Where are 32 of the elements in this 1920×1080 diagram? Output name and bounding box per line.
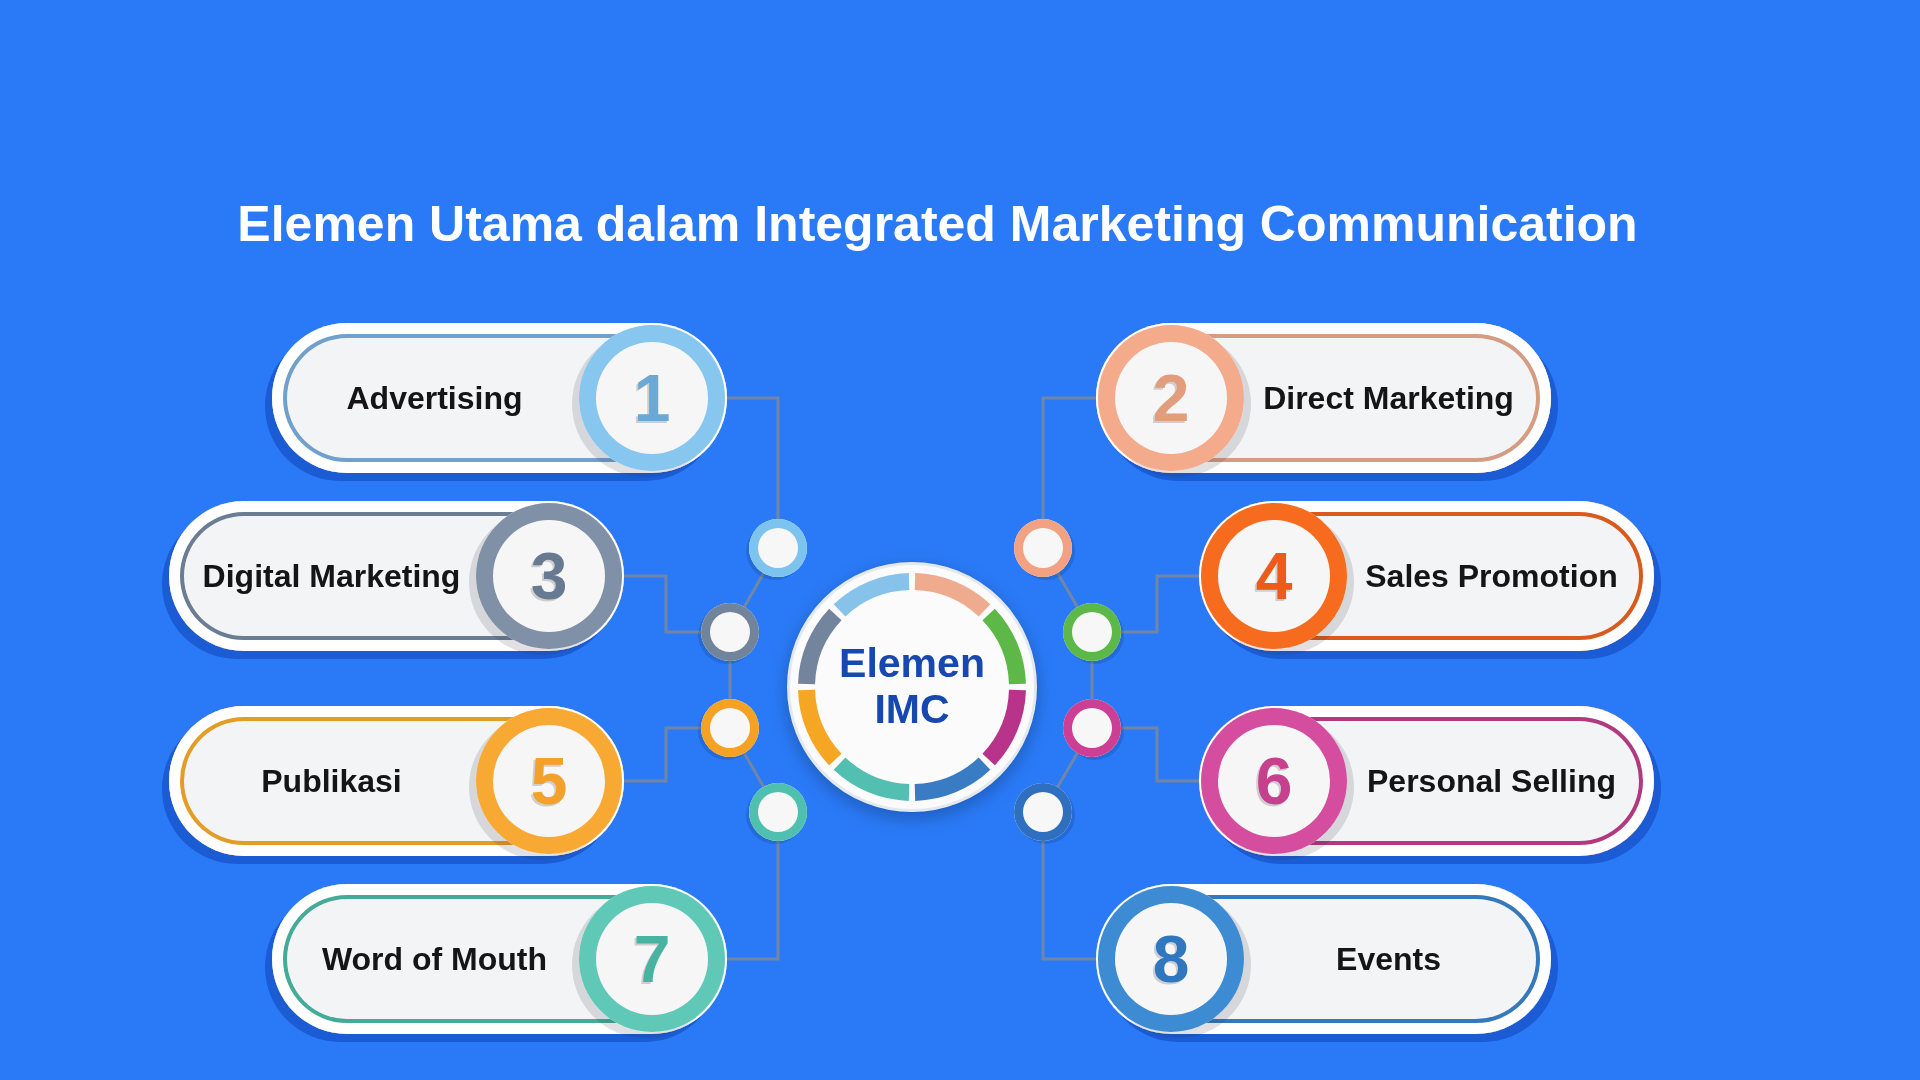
- center-label: Elemen IMC: [839, 641, 985, 733]
- step-number: 2: [1152, 365, 1190, 431]
- connector-line: [743, 752, 765, 788]
- pill-label: Advertising: [346, 379, 523, 418]
- connector-line: [727, 841, 780, 961]
- pill-label: Events: [1336, 940, 1441, 979]
- pill-label: Sales Promotion: [1365, 557, 1618, 596]
- connector-line: [1056, 572, 1079, 608]
- connector-line: [624, 574, 701, 634]
- connector-line: [728, 661, 732, 699]
- step-number: 7: [633, 926, 671, 992]
- title: Elemen Utama dalam Integrated Marketing Communication: [237, 199, 1638, 249]
- pill-label: Direct Marketing: [1263, 379, 1514, 418]
- pill-label: Word of Mouth: [321, 940, 548, 979]
- step-number: 6: [1255, 748, 1293, 814]
- step-number: 1: [633, 365, 671, 431]
- connector-line: [1121, 726, 1199, 783]
- connector-line: [727, 396, 780, 519]
- step-number: 4: [1255, 543, 1293, 609]
- connector-line: [1041, 396, 1096, 519]
- step-number: 8: [1152, 926, 1190, 992]
- step-number: 5: [530, 748, 568, 814]
- connector-line: [1090, 661, 1094, 699]
- connector-line: [1041, 841, 1096, 961]
- connector-line: [1056, 752, 1079, 788]
- pill-label: Digital Marketing: [202, 557, 461, 596]
- pill-label: Personal Selling: [1367, 762, 1616, 801]
- connector-line: [624, 726, 701, 783]
- connector-line: [1121, 574, 1199, 634]
- connector-line: [743, 572, 765, 608]
- step-number: 3: [530, 543, 568, 609]
- pill-label: Publikasi: [261, 762, 402, 801]
